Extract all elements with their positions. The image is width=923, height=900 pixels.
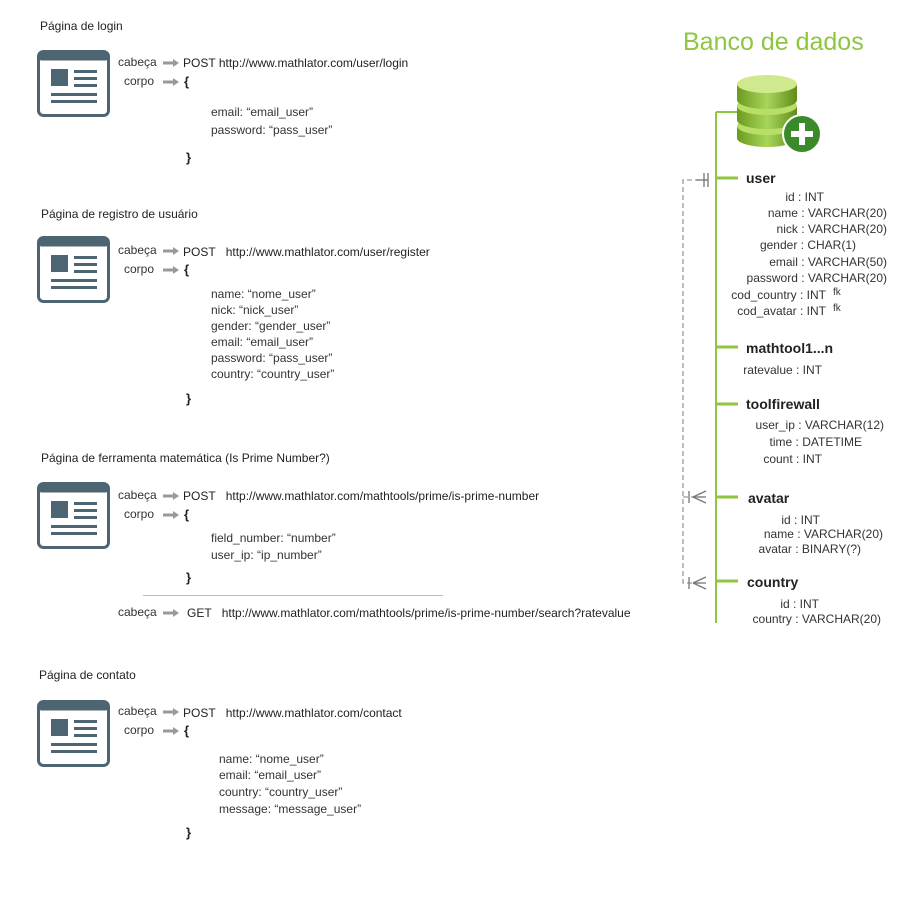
entity-attribute: count : INT — [763, 452, 822, 466]
arrow-right-icon — [163, 708, 179, 716]
entity-attribute: country : VARCHAR(20) — [752, 612, 881, 626]
entity-attribute: ratevalue : INT — [743, 363, 822, 377]
http-method: POST — [183, 489, 216, 503]
entity-attribute: gender : CHAR(1) — [759, 238, 856, 252]
webpage-icon — [37, 482, 110, 549]
entity-attribute: avatar : BINARY(?) — [758, 542, 861, 556]
entity-attribute: time : DATETIME — [769, 435, 862, 449]
entity-attribute: cod_avatar : INT — [737, 304, 826, 318]
body-field: email: “email_user” — [211, 335, 314, 349]
webpage-icon — [37, 236, 110, 303]
open-brace: { — [184, 262, 190, 277]
entity-attribute: id : INT — [780, 597, 819, 611]
section-title-contact: Página de contato — [39, 668, 136, 682]
head-label: cabeça — [118, 605, 157, 619]
body-field: email: “email_user” — [219, 768, 322, 782]
request-url: http://www.mathlator.com/user/register — [225, 245, 430, 259]
entity-name-toolfirewall: toolfirewall — [746, 396, 820, 412]
body-field: password: “pass_user” — [211, 351, 333, 365]
arrow-right-icon — [163, 247, 179, 255]
head-label: cabeça — [118, 488, 157, 502]
head-label: cabeça — [118, 704, 157, 718]
body-field: password: “pass_user” — [211, 123, 333, 137]
entity-attribute: nick : VARCHAR(20) — [776, 222, 887, 236]
entity-name-avatar: avatar — [748, 490, 790, 506]
body-label: corpo — [124, 507, 155, 521]
section-title-mathtool: Página de ferramenta matemática (Is Prim… — [41, 451, 330, 465]
open-brace: { — [184, 507, 190, 522]
body-label: corpo — [124, 74, 155, 88]
arrow-right-icon — [163, 59, 179, 67]
section-title-login: Página de login — [40, 19, 123, 33]
section-title-register: Página de registro de usuário — [41, 207, 198, 221]
http-method: GET — [187, 606, 212, 620]
body-field: field_number: “number” — [211, 531, 336, 545]
body-field: country: “country_user” — [211, 367, 335, 381]
entity-attribute: id : INT — [781, 513, 820, 527]
body-field: name: “nome_user” — [219, 752, 324, 766]
request-url: http://www.mathlator.com/mathtools/prime… — [221, 606, 631, 620]
http-method: POST — [183, 56, 216, 70]
entity-attribute: name : VARCHAR(20) — [763, 527, 883, 541]
body-field: country: “country_user” — [219, 785, 343, 799]
http-method: POST — [183, 245, 216, 259]
body-label: corpo — [124, 723, 155, 737]
body-field: name: “nome_user” — [211, 287, 316, 301]
divider — [143, 595, 443, 596]
entity-name-user: user — [746, 170, 776, 186]
body-field: nick: “nick_user” — [211, 303, 299, 317]
foreign-key-marker: fk — [833, 303, 841, 314]
entity-attribute: cod_country : INT — [731, 288, 826, 302]
arrow-right-icon — [163, 266, 179, 274]
request-line: POST http://www.mathlator.com/user/regis… — [183, 245, 430, 259]
entity-attribute: id : INT — [785, 190, 824, 204]
entity-name-country: country — [747, 574, 799, 590]
http-method: POST — [183, 706, 216, 720]
body-field: user_ip: “ip_number” — [211, 548, 322, 562]
entity-attribute: email : VARCHAR(50) — [769, 255, 887, 269]
open-brace: { — [184, 74, 190, 89]
webpage-icon — [37, 50, 110, 117]
arrow-right-icon — [163, 609, 179, 617]
database-add-icon — [737, 75, 822, 154]
webpage-icon — [37, 700, 110, 767]
entity-attribute: user_ip : VARCHAR(12) — [755, 418, 884, 432]
foreign-key-marker: fk — [833, 287, 841, 298]
head-label: cabeça — [118, 243, 157, 257]
body-field: email: “email_user” — [211, 105, 314, 119]
close-brace: } — [186, 391, 192, 406]
entity-attribute: name : VARCHAR(20) — [767, 206, 887, 220]
database-title: Banco de dados — [683, 28, 864, 56]
request-line: POST http://www.mathlator.com/contact — [183, 706, 402, 720]
request-url: http://www.mathlator.com/contact — [225, 706, 402, 720]
request-url: http://www.mathlator.com/user/login — [218, 56, 409, 70]
body-field: gender: “gender_user” — [211, 319, 331, 333]
request-line: GET http://www.mathlator.com/mathtools/p… — [187, 606, 631, 620]
request-line: POST http://www.mathlator.com/mathtools/… — [183, 489, 539, 503]
arrow-right-icon — [163, 511, 179, 519]
entity-attribute: password : VARCHAR(20) — [746, 271, 887, 285]
head-label: cabeça — [118, 55, 157, 69]
close-brace: } — [186, 825, 192, 840]
body-field: message: “message_user” — [219, 802, 362, 816]
entity-name-mathtool: mathtool1...n — [746, 340, 834, 356]
close-brace: } — [186, 150, 192, 165]
close-brace: } — [186, 570, 192, 585]
open-brace: { — [184, 723, 190, 738]
request-url: http://www.mathlator.com/mathtools/prime… — [225, 489, 540, 503]
arrow-right-icon — [163, 78, 179, 86]
arrow-right-icon — [163, 492, 179, 500]
arrow-right-icon — [163, 727, 179, 735]
request-line: POST http://www.mathlator.com/user/login — [183, 56, 408, 70]
body-label: corpo — [124, 262, 155, 276]
